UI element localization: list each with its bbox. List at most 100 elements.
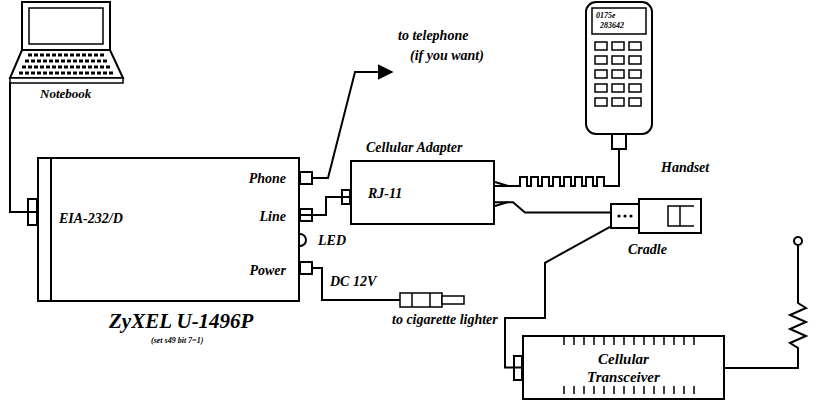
notebook: Notebook (10, 0, 125, 108)
plug-ring (411, 293, 413, 307)
node-text: Phone (249, 171, 286, 188)
vent-fin (583, 386, 585, 394)
key-row (25, 60, 107, 63)
label-text: 0175e (596, 11, 616, 21)
vent-fin (673, 386, 675, 394)
vent-fin (593, 337, 595, 345)
vent-fin (693, 386, 695, 394)
vent-fin (653, 386, 655, 394)
label-text: to telephone (398, 28, 468, 45)
handset-key (612, 42, 624, 50)
cradle-plug (611, 204, 639, 228)
handset-key (595, 42, 607, 50)
handset-key (629, 70, 641, 78)
laptop-screen (29, 8, 103, 44)
phone-jack (300, 172, 312, 184)
handset-key (629, 84, 641, 92)
lighter-plug (400, 293, 464, 307)
vent-fin (653, 337, 655, 345)
plug-tip (442, 296, 464, 304)
handset-key (595, 56, 607, 64)
case-edge (50, 159, 52, 300)
vent-fin (673, 337, 675, 345)
node-text: Notebook (40, 86, 91, 102)
handset-key (629, 56, 641, 64)
cradle-pin (629, 214, 632, 217)
key-row (28, 54, 104, 57)
handset-key (612, 70, 624, 78)
node-text: Cradle (628, 242, 667, 259)
cradle-clip (668, 206, 694, 226)
cradle: Cradle (610, 198, 702, 234)
adapter-box: Cellular AdapterRJ-11 (350, 160, 495, 225)
node-text: Handset (661, 160, 709, 177)
cable (10, 82, 37, 212)
laptop-front (10, 78, 123, 83)
vent-fin (603, 337, 605, 345)
cable (495, 150, 619, 186)
modem-box: EIA-232/DPhoneLinePowerZyXEL U-1496P(set… (37, 157, 300, 302)
handset-key (629, 42, 641, 50)
power-jack (300, 262, 312, 274)
cable (505, 227, 610, 368)
vent-fin (623, 337, 625, 345)
vent-fin (563, 337, 565, 345)
handset-key (595, 84, 607, 92)
phone-wire (312, 72, 392, 178)
plug-ring (429, 293, 431, 307)
node-text: Cellular Adapter (366, 140, 462, 157)
vent-fin (643, 386, 645, 394)
node-text: ZyXEL U-1496P (109, 309, 253, 334)
handset-key (612, 98, 624, 106)
handset-key (595, 70, 607, 78)
cradle-pin (623, 214, 626, 217)
handset-key (629, 98, 641, 106)
vent-fin (583, 337, 585, 345)
node-text: Line (260, 209, 286, 226)
node-text: (set s49 bit 7=1) (151, 336, 203, 346)
handset-body (586, 2, 652, 134)
laptop-lid (22, 2, 110, 50)
vent-fin (563, 386, 565, 394)
label-text: (if you want) (410, 48, 484, 65)
vent-fin (683, 386, 685, 394)
handset-key (612, 56, 624, 64)
node-text: EIA-232/D (59, 211, 123, 228)
vent-fin (623, 386, 625, 394)
cradle-body (639, 199, 701, 233)
key-row (19, 72, 113, 75)
label-text: to cigarette lighter (392, 312, 498, 329)
key-row (22, 66, 110, 69)
handset-key (595, 98, 607, 106)
cradle-pin (617, 214, 620, 217)
antenna (725, 246, 806, 368)
node-text: RJ-11 (368, 186, 402, 203)
laptop-base (10, 50, 123, 78)
vent-fin (693, 337, 695, 345)
handset-key (612, 84, 624, 92)
node-text: Cellular Transceiver (569, 350, 679, 386)
handset-plug (612, 134, 626, 149)
vent-fin (633, 337, 635, 345)
label-text: 283642 (600, 21, 624, 31)
node-text: Power (249, 263, 286, 280)
cable (300, 197, 350, 215)
label-text: LED (318, 233, 346, 250)
vent-fin (633, 386, 635, 394)
vent-fin (683, 337, 685, 345)
power-wire (312, 268, 400, 300)
led-symbol (300, 234, 306, 246)
transceiver-box: Cellular Transceiver (522, 335, 725, 400)
vent-fin (593, 386, 595, 394)
cable (495, 202, 610, 212)
vent-fin (603, 386, 605, 394)
vent-fin (573, 337, 575, 345)
vent-fin (663, 337, 665, 345)
label-text: DC 12V (330, 274, 376, 291)
vent-fin (663, 386, 665, 394)
vent-fin (613, 386, 615, 394)
antenna-tip (794, 237, 802, 245)
vent-fin (643, 337, 645, 345)
handset-display (592, 8, 646, 34)
cradle-drawing (610, 198, 702, 234)
